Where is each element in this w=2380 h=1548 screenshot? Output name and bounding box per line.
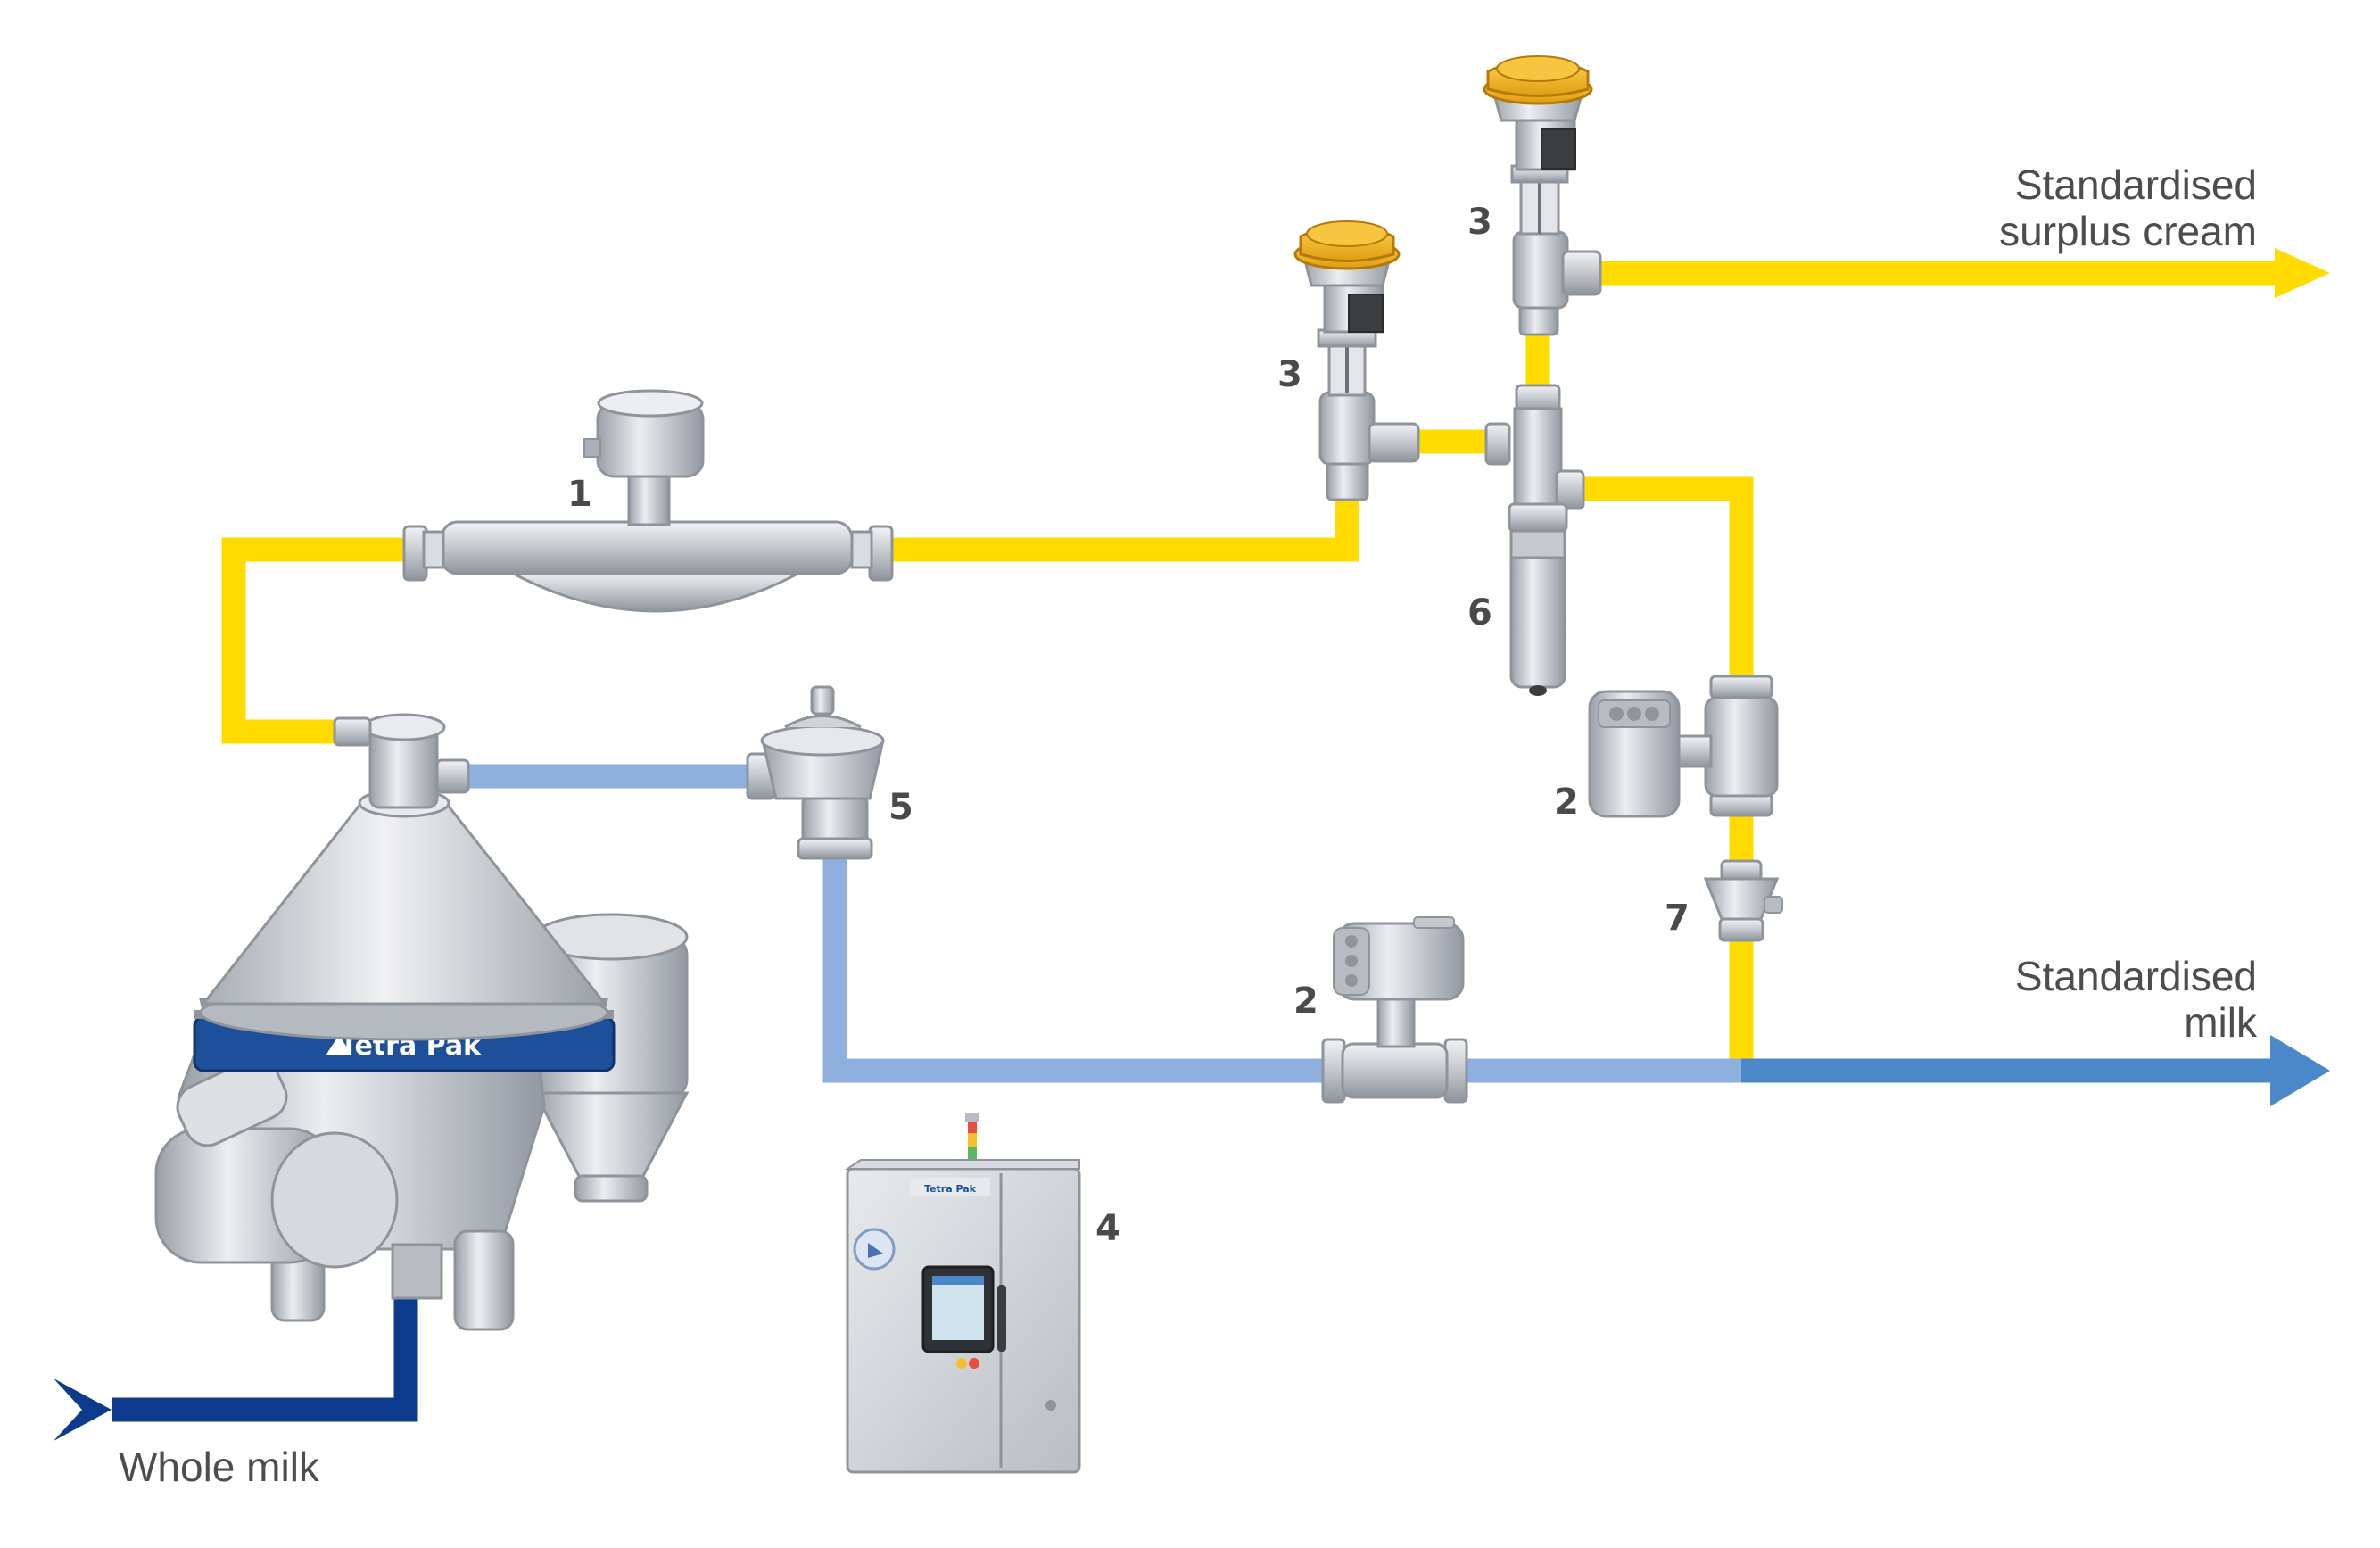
surplus-cream-label-line2: surplus cream	[1999, 208, 2257, 254]
density-meter-horizontal	[1321, 916, 1468, 1104]
skim-pipe-pressure-valve-to-milk	[822, 857, 1329, 1083]
label-constant-pressure-valve: 5	[888, 787, 913, 828]
control-panel: Tetra Pak	[844, 1113, 1081, 1474]
label-control-valve-lower: 3	[1277, 354, 1302, 395]
whole-milk-label: Whole milk	[119, 1444, 320, 1490]
shut-off-valve	[1484, 384, 1585, 696]
panel-logo-text: Tetra Pak	[924, 1183, 977, 1195]
label-check-valve: 7	[1665, 898, 1690, 939]
mass-flow-meter	[402, 389, 894, 613]
separator-logo-icon	[326, 1035, 352, 1055]
whole-milk-arrow-notch	[54, 1378, 82, 1441]
cream-pipe-separator-to-flowmeter	[221, 537, 419, 744]
skim-pipes	[464, 764, 1741, 1083]
separator: Tetra Pak	[154, 713, 690, 1331]
label-control-panel: 4	[1095, 1208, 1120, 1249]
label-control-valve-upper: 3	[1467, 202, 1492, 243]
label-density-meter-vertical: 2	[1554, 782, 1579, 823]
label-density-meter-horizontal: 2	[1293, 981, 1318, 1022]
check-valve	[1703, 859, 1783, 942]
standardised-milk-arrow	[2270, 1035, 2330, 1106]
label-flow-meter: 1	[567, 474, 592, 515]
constant-pressure-valve	[746, 685, 885, 860]
standardised-milk-label-line1: Standardised	[2015, 953, 2257, 999]
control-valve-upper	[1483, 55, 1602, 336]
whole-milk-pipe	[112, 1280, 418, 1422]
label-shut-off-valve: 6	[1467, 592, 1492, 633]
cream-pipe-tee-to-density-meter	[1583, 476, 1754, 683]
surplus-cream-label-line1: Standardised	[2015, 161, 2257, 208]
cream-pipe-flowmeter-to-valve	[879, 495, 1359, 562]
standardised-milk-label-line2: milk	[2184, 999, 2258, 1046]
surplus-cream-arrow	[2275, 248, 2330, 298]
density-meter-vertical	[1588, 675, 1779, 818]
whole-milk-arrow	[54, 1378, 112, 1441]
control-valve-lower	[1293, 220, 1420, 501]
